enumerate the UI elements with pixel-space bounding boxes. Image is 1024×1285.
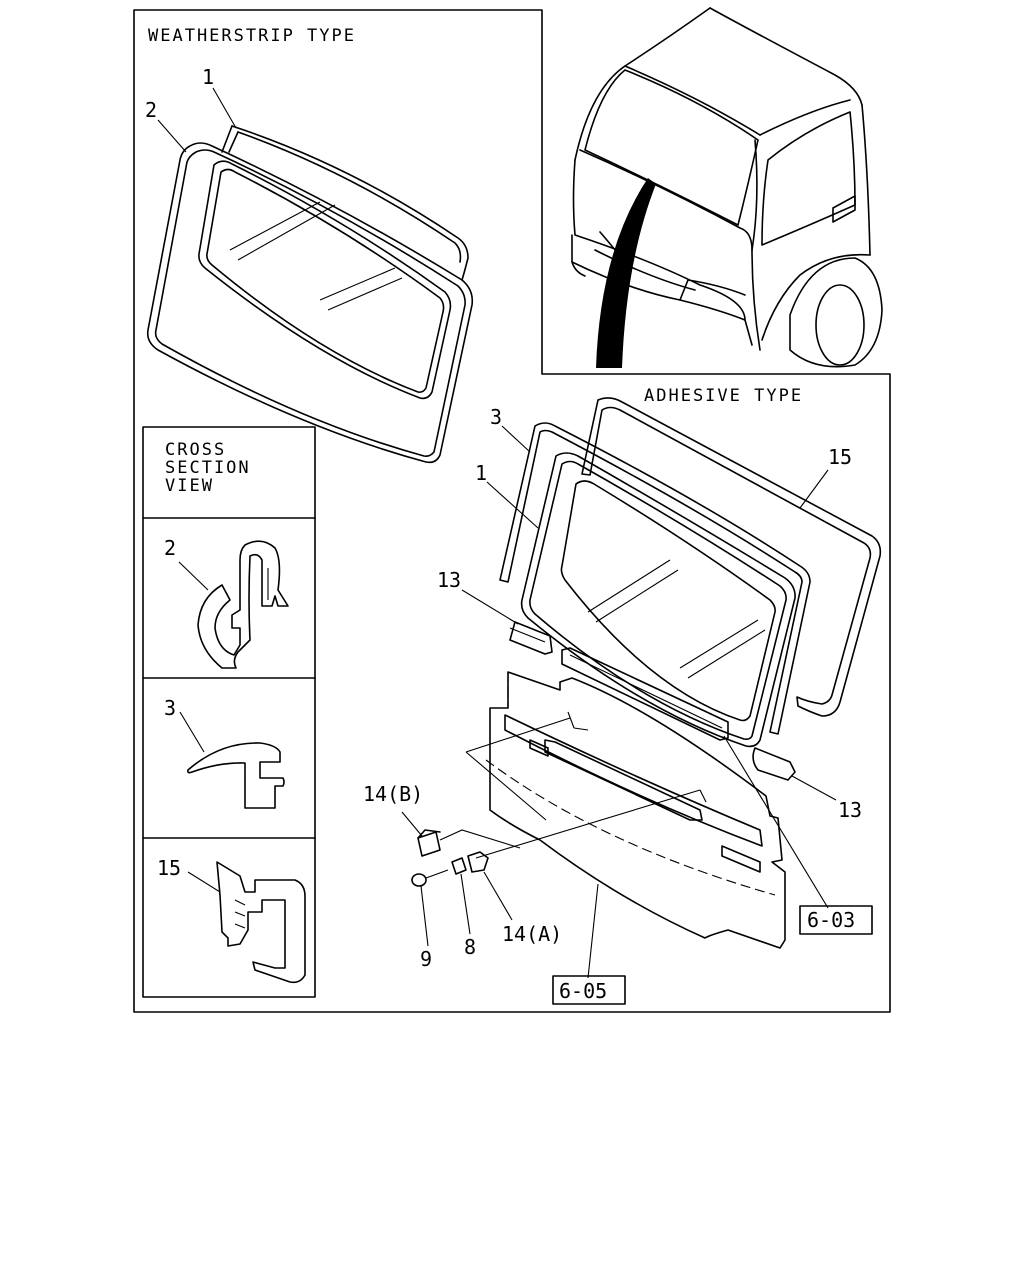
callout-a3: 3 bbox=[490, 405, 502, 429]
callout-w2: 2 bbox=[145, 98, 157, 122]
clip-13-left bbox=[461, 589, 553, 655]
ref-box-6-03 bbox=[799, 905, 873, 935]
callout-a14b: 14(B) bbox=[363, 782, 423, 806]
callout-a8: 8 bbox=[464, 935, 476, 959]
clip-14b bbox=[401, 811, 441, 857]
cross-section-title-1: CROSS bbox=[165, 440, 226, 460]
callout-a14a: 14(A) bbox=[502, 922, 562, 946]
cross-section-panel bbox=[142, 426, 316, 998]
cross-section-3-profile bbox=[179, 711, 285, 809]
fastener-leader-d bbox=[439, 829, 521, 849]
ref-6-05: 6-05 bbox=[559, 979, 607, 1003]
callout-cs15: 15 bbox=[157, 856, 181, 880]
outer-frame bbox=[133, 9, 891, 1013]
clip-14a bbox=[467, 851, 513, 921]
callout-a13-left: 13 bbox=[437, 568, 461, 592]
clip-13-right bbox=[752, 747, 837, 801]
callout-a13-right: 13 bbox=[838, 798, 862, 822]
callout-a1: 1 bbox=[475, 461, 487, 485]
ref-6-03: 6-03 bbox=[807, 908, 855, 932]
adhesive-title: ADHESIVE TYPE bbox=[644, 386, 803, 406]
cross-section-title-2: SECTION bbox=[165, 458, 251, 478]
leader-6-05 bbox=[587, 883, 599, 979]
callout-a15: 15 bbox=[828, 445, 852, 469]
screw-9 bbox=[411, 869, 449, 947]
adhesive-glass-assembly bbox=[486, 397, 882, 748]
cross-section-2-profile bbox=[178, 540, 289, 669]
weatherstrip-title: WEATHERSTRIP TYPE bbox=[148, 26, 356, 46]
cross-section-title-3: VIEW bbox=[165, 476, 214, 496]
fastener-leader-a bbox=[465, 717, 571, 753]
leader-6-03 bbox=[723, 735, 829, 909]
windshield-pointer bbox=[596, 178, 656, 368]
ref-box-6-05 bbox=[552, 975, 626, 1005]
cowl-panel bbox=[485, 671, 786, 949]
truck-cab-illustration bbox=[571, 7, 883, 368]
callout-cs2: 2 bbox=[164, 536, 176, 560]
cross-section-15-profile bbox=[187, 861, 306, 984]
fastener-leader-b bbox=[465, 751, 547, 821]
nut-8 bbox=[451, 857, 471, 935]
fastener-leader-c bbox=[475, 789, 701, 859]
callout-cs3: 3 bbox=[164, 696, 176, 720]
callout-a9: 9 bbox=[420, 947, 432, 971]
weatherstrip-glass bbox=[146, 87, 474, 464]
callout-w1: 1 bbox=[202, 65, 214, 89]
